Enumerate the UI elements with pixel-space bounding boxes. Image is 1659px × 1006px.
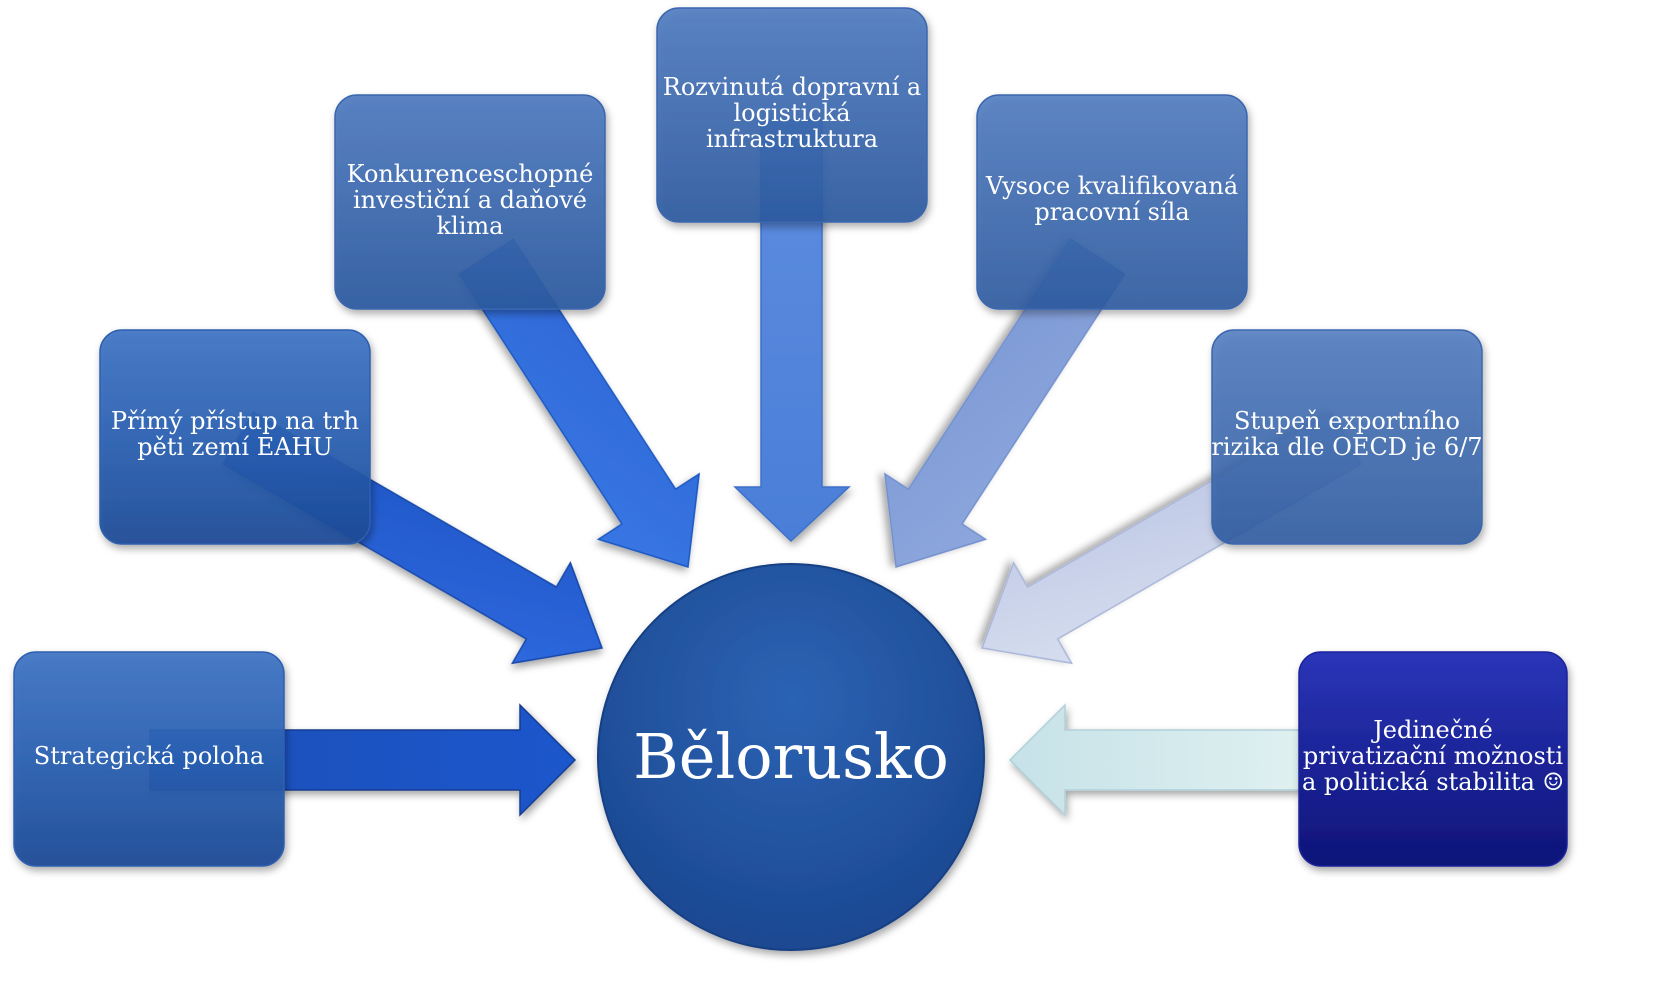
center-label: Bělorusko — [633, 720, 949, 793]
node-label-line: Konkurenceschopné — [347, 160, 594, 188]
node-label-line: investiční a daňové — [353, 186, 587, 214]
center-node: Bělorusko — [597, 563, 985, 951]
node-label-line: privatizační možnosti — [1303, 742, 1564, 770]
node-label-line: Rozvinutá dopravní a — [663, 73, 921, 101]
node-label-line: Strategická poloha — [34, 742, 264, 770]
node-strategic-location: Strategická poloha — [13, 651, 285, 867]
node-label-line: rizika dle OECD je 6/7 — [1211, 433, 1482, 461]
node-label-line: pěti zemí EAHU — [137, 433, 332, 461]
node-label-line: pracovní síla — [1034, 198, 1189, 226]
node-label-line: logistická — [733, 99, 850, 127]
node-label-line: Jedinečné — [1370, 716, 1493, 744]
node-label-line: Stupeň exportního — [1234, 407, 1460, 435]
node-label-line: klima — [437, 212, 504, 240]
node-label-line: Přímý přístup na trh — [111, 407, 359, 435]
node-label-line: a politická stabilita ☺ — [1302, 768, 1564, 796]
node-label-line: infrastruktura — [706, 125, 878, 153]
svg-text:Strategická poloha: Strategická poloha — [34, 742, 264, 770]
arrow-privatization-stability — [1008, 703, 1301, 817]
arrow-investment-climate — [458, 238, 701, 568]
node-label-line: Vysoce kvalifikovaná — [985, 172, 1238, 200]
